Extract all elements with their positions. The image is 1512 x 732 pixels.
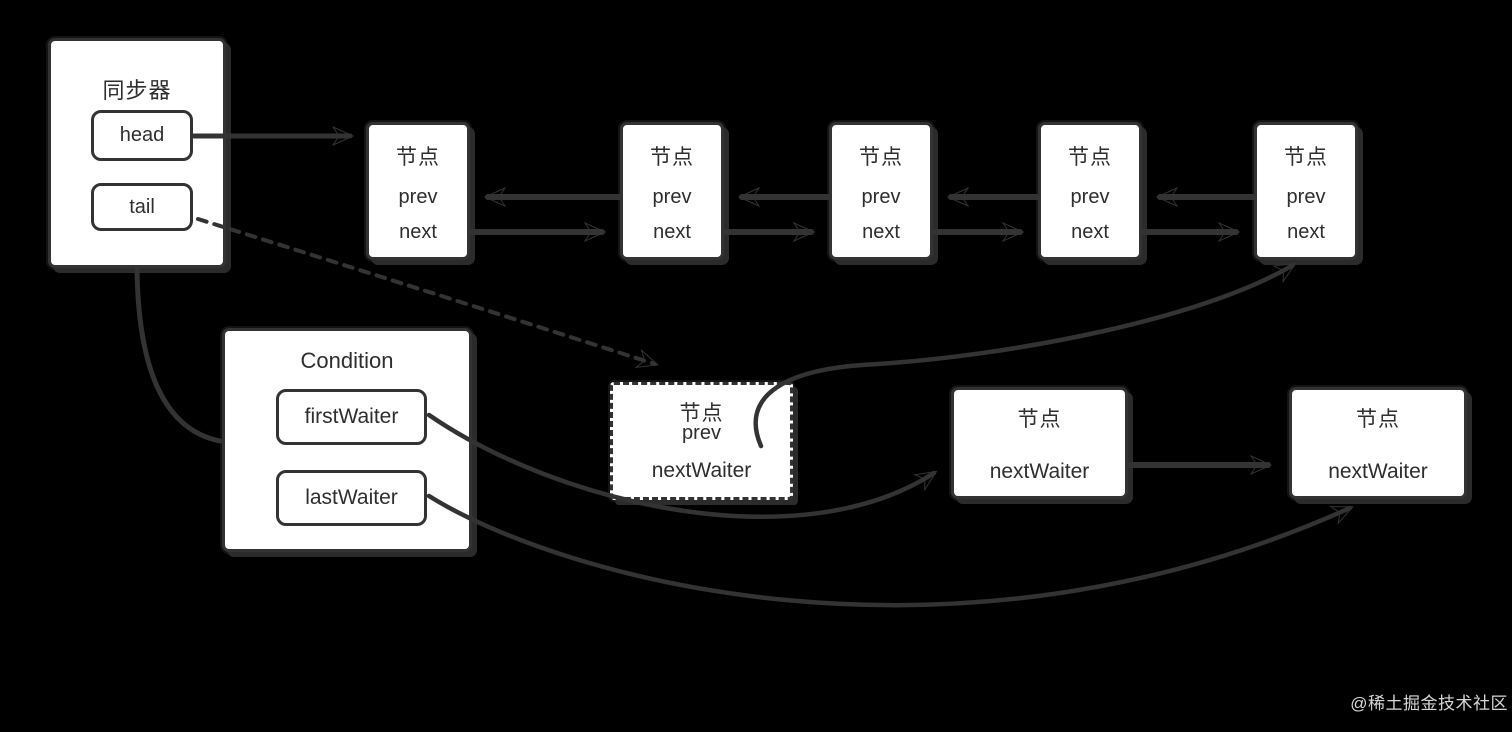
node-next-field: next bbox=[1071, 221, 1109, 243]
node-next-waiter-field: nextWaiter bbox=[651, 459, 752, 482]
last-waiter-label: lastWaiter bbox=[305, 486, 398, 509]
node-next-field: next bbox=[653, 221, 691, 243]
node-next-field: next bbox=[1287, 221, 1325, 243]
synchronizer-title: 同步器 bbox=[102, 78, 172, 103]
tail-label: tail bbox=[129, 195, 155, 218]
node-prev-field: prev bbox=[682, 422, 721, 444]
node-title: 节点 bbox=[859, 146, 903, 169]
sync-queue-node-4: 节点 prev next bbox=[1038, 122, 1142, 260]
last-waiter-field-box: lastWaiter bbox=[276, 470, 427, 526]
node-prev-field: prev bbox=[1070, 186, 1110, 208]
node-title: 节点 bbox=[1284, 146, 1328, 169]
node-prev-field: prev bbox=[1286, 186, 1326, 208]
node-title: 节点 bbox=[650, 146, 694, 169]
head-field-box: head bbox=[91, 110, 193, 161]
condition-title: Condition bbox=[300, 348, 394, 373]
node-next-waiter-field: nextWaiter bbox=[989, 460, 1090, 483]
edge-last-waiter-to-waiter2 bbox=[426, 493, 1350, 608]
watermark: @稀土掘金技术社区 bbox=[1350, 694, 1508, 713]
tail-field-box: tail bbox=[91, 183, 193, 231]
node-title: 节点 bbox=[1017, 408, 1062, 431]
node-title: 节点 bbox=[1068, 146, 1112, 169]
node-prev-field: prev bbox=[398, 186, 438, 208]
sync-queue-node-2: 节点 prev next bbox=[620, 122, 724, 260]
waiter-node-2: 节点 nextWaiter bbox=[1289, 387, 1467, 499]
node-title: 节点 bbox=[1356, 408, 1400, 431]
edge-synchronizer-to-condition bbox=[134, 266, 223, 444]
transferred-node-dashed: 节点 prev nextWaiter bbox=[610, 382, 793, 500]
head-label: head bbox=[119, 124, 165, 146]
node-title: 节点 bbox=[396, 146, 440, 169]
first-waiter-field-box: firstWaiter bbox=[276, 389, 427, 445]
first-waiter-label: firstWaiter bbox=[304, 405, 399, 428]
sync-queue-node-1: 节点 prev next bbox=[366, 122, 470, 260]
sync-queue-node-5: 节点 prev next bbox=[1254, 122, 1358, 260]
node-next-waiter-field: nextWaiter bbox=[1328, 460, 1428, 483]
waiter-node-1: 节点 nextWaiter bbox=[951, 387, 1128, 499]
node-next-field: next bbox=[399, 221, 437, 243]
node-prev-field: prev bbox=[652, 186, 692, 208]
node-next-field: next bbox=[862, 221, 900, 243]
sync-queue-node-3: 节点 prev next bbox=[829, 122, 933, 260]
node-prev-field: prev bbox=[861, 186, 901, 208]
